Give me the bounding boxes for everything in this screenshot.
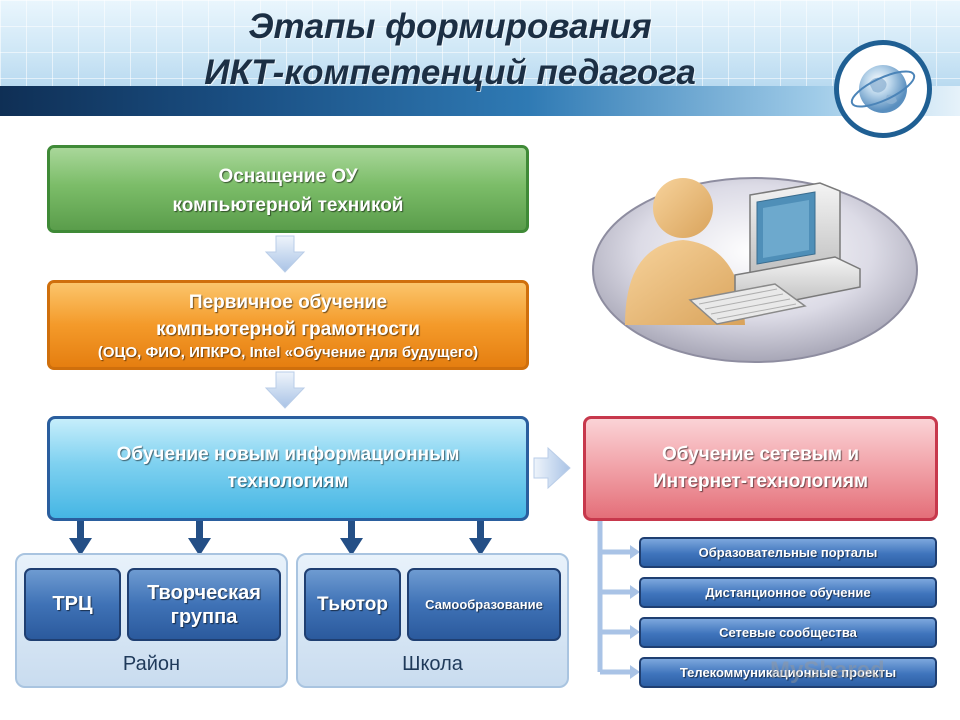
header: Этапы формирования ИКТ-компетенций педаг… bbox=[0, 0, 960, 118]
globe-icon bbox=[834, 40, 932, 138]
stage-primary-line-1: Первичное обучение bbox=[188, 292, 388, 313]
page-title: Этапы формирования ИКТ-компетенций педаг… bbox=[0, 4, 900, 96]
stage-network-technologies: Обучение сетевым и Интернет-технологиям bbox=[583, 416, 938, 521]
stage-primary-line-2: компьютерной грамотности bbox=[156, 319, 420, 340]
network-item-communities-label: Сетевые сообщества bbox=[719, 625, 857, 640]
tile-creative-group: Творческая группа bbox=[127, 568, 281, 641]
tile-trc: ТРЦ bbox=[24, 568, 121, 641]
user-at-computer-icon bbox=[592, 177, 918, 363]
tile-tutor: Тьютор bbox=[304, 568, 401, 641]
tile-self-education-label: Самообразование bbox=[425, 597, 543, 612]
tile-creative-group-label: Творческая группа bbox=[147, 581, 261, 628]
stage-primary-training: Первичное обучение компьютерной грамотно… bbox=[47, 280, 529, 370]
stage-equipment: Оснащение ОУ компьютерной техникой bbox=[47, 145, 529, 233]
stage-new-technologies: Обучение новым информационным технология… bbox=[47, 416, 529, 521]
watermark: MyShared bbox=[770, 657, 885, 684]
network-item-portals: Образовательные порталы bbox=[639, 537, 937, 568]
stage-network-line-2: Интернет-технологиям bbox=[653, 471, 868, 492]
list-bracket bbox=[597, 521, 632, 675]
network-item-projects-label: Телекоммуникационные проекты bbox=[679, 665, 897, 680]
arrow-right bbox=[533, 446, 571, 490]
group-shkola-label: Школа bbox=[402, 653, 463, 675]
network-item-communities: Сетевые сообщества bbox=[639, 617, 937, 648]
network-item-portals-label: Образовательные порталы bbox=[698, 545, 878, 560]
title-line-1: Этапы формирования bbox=[248, 7, 652, 46]
list-arrowheads bbox=[630, 545, 640, 679]
group-arrows bbox=[69, 521, 492, 556]
stage-network-line-1: Обучение сетевым и bbox=[661, 444, 860, 465]
stage-new-tech-line-2: технологиям bbox=[227, 471, 349, 492]
network-item-projects: Телекоммуникационные проекты bbox=[639, 657, 937, 688]
title-line-2: ИКТ-компетенций педагога bbox=[204, 53, 696, 92]
stage-new-tech-line-1: Обучение новым информационным bbox=[116, 444, 460, 465]
stage-equipment-line-1: Оснащение ОУ bbox=[218, 166, 358, 187]
arrow-down-1 bbox=[264, 235, 306, 273]
stage-equipment-line-2: компьютерной техникой bbox=[172, 195, 404, 216]
header-grid bbox=[0, 0, 960, 86]
tile-tutor-label: Тьютор bbox=[316, 593, 389, 615]
stage-primary-line-3: (ОЦО, ФИО, ИПКРО, Intel «Обучение для бу… bbox=[97, 344, 479, 361]
tile-trc-label: ТРЦ bbox=[52, 593, 93, 615]
network-item-distance-label: Дистанционное обучение bbox=[705, 585, 871, 600]
header-band bbox=[0, 86, 960, 116]
tile-self-education: Самообразование bbox=[407, 568, 561, 641]
network-item-distance: Дистанционное обучение bbox=[639, 577, 937, 608]
arrow-down-2 bbox=[264, 371, 306, 409]
group-rayon-label: Район bbox=[122, 653, 181, 675]
